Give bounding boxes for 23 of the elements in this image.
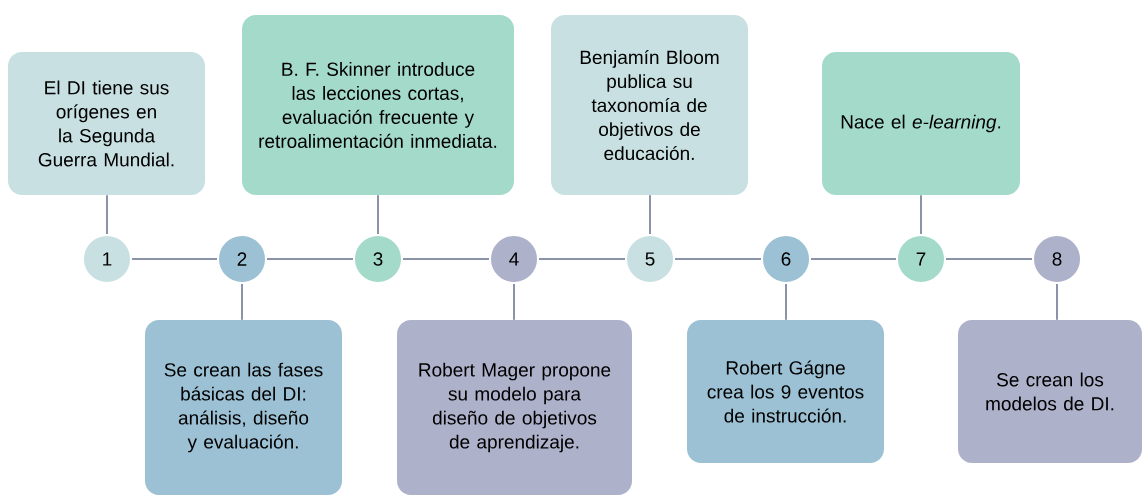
event-box: B. F. Skinner introduce las lecciones cortas, evaluación frecuente y retroalimentación inmediata. [242, 15, 514, 195]
connector-line [920, 194, 922, 235]
connector-line [513, 283, 515, 321]
connector-line [266, 258, 354, 260]
connector-line [649, 194, 651, 235]
connector-line [131, 258, 218, 260]
connector-line [106, 194, 108, 235]
event-box: Robert Mager propone su modelo para diseño de objetivos de aprendizaje. [397, 320, 632, 495]
connector-line [810, 258, 897, 260]
event-box: Nace el e-learning. [822, 52, 1020, 195]
connector-line [674, 258, 762, 260]
connector-line [377, 194, 379, 235]
connector-line [1056, 283, 1058, 321]
connector-line [945, 258, 1033, 260]
event-box: Se crean los modelos de DI. [958, 320, 1142, 463]
event-box: Se crean las fases básicas del DI: análisis, diseño y evaluación. [145, 320, 342, 495]
event-box: Robert Gágne crea los 9 eventos de instrucción. [687, 320, 884, 463]
event-box: El DI tiene sus orígenes en la Segunda Guerra Mundial. [8, 52, 205, 195]
event-box: Benjamín Bloom publica su taxonomía de objetivos de educación. [551, 15, 748, 195]
connector-line [402, 258, 490, 260]
connector-line [785, 283, 787, 321]
connector-line [538, 258, 626, 260]
connector-line [241, 283, 243, 321]
